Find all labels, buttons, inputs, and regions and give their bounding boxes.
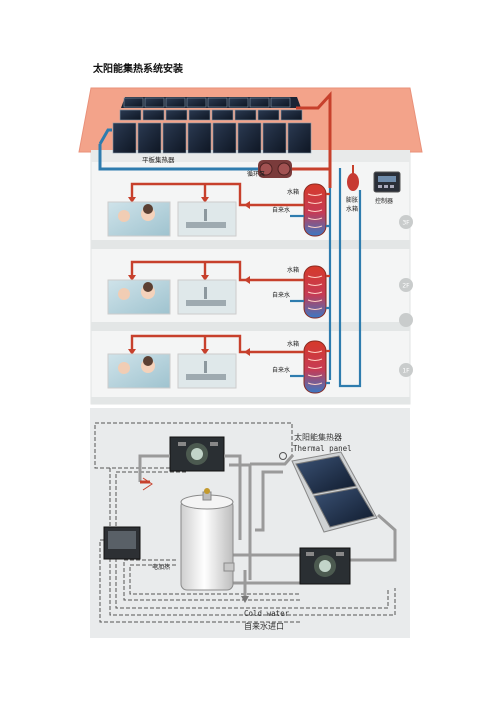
tap-water-label-1: 自来水 [272,366,290,374]
flat-plate-collector-array [112,97,312,154]
tank-label-2: 水箱 [287,266,299,274]
circulation-pump [258,160,292,178]
floor-badge-2f: 2F [402,283,410,290]
tank-label-1: 水箱 [287,340,299,348]
document-title: 太阳能集热系统安装 [93,64,183,75]
expansion-tank-label-2: 水箱 [346,205,358,213]
thermal-diagram: 电加热 太阳能集热器 Thermal panel Cold water 自来水进… [90,408,410,638]
control-wiring [94,422,396,623]
tap-water-label-2: 自来水 [272,291,290,299]
room-photos [107,201,237,389]
thermal-panel-title-en: Thermal panel [293,444,352,453]
pump-station-upper [169,436,225,472]
bathroom-photo-2f [107,279,171,315]
floor-slab-2 [91,322,410,331]
pump-label: 循环泵 [247,170,265,178]
hot-water-lines [130,182,304,354]
bathroom-photo-3f [107,201,171,237]
sink-photo-2f [177,279,237,315]
bathroom-photo-1f [107,353,171,389]
floor-slab-1 [91,397,410,404]
floor-badges: 3F 2F 1F [399,215,413,377]
cold-water-label-en: Cold water [244,609,290,618]
building-diagram: 平板集热器 循环泵 膨胀 水箱 控制器 [78,87,423,405]
collector-label: 平板集热器 [142,155,175,164]
electric-heater-label: 电加热 [152,563,170,571]
storage-cylinder [180,488,235,591]
floor-tank-3 [303,183,327,237]
cold-water-label-cn: 自来水进口 [244,621,284,631]
thermal-panel-title-cn: 太阳能集热器 [294,432,342,442]
thermal-panel [279,451,378,533]
floor-tank-1 [303,340,327,394]
tank-label-3: 水箱 [287,188,299,196]
floor-badge-3f: 3F [402,220,410,227]
pipes [138,454,397,585]
expansion-tank-label-1: 膨胀 [346,196,358,204]
floor-slab-3 [91,240,410,249]
controller [373,171,401,193]
return-riser [338,168,362,388]
tap-water-label-3: 自来水 [272,206,290,214]
electric-heater [103,526,141,560]
floor-badge-1f: 1F [402,368,410,375]
roof-cold-pipe [98,128,112,145]
floor-tank-2 [303,265,327,319]
controller-label: 控制器 [375,197,393,205]
expansion-tank [347,165,359,191]
roof-hot-pipe [296,91,332,168]
pump-station-lower [299,547,351,585]
